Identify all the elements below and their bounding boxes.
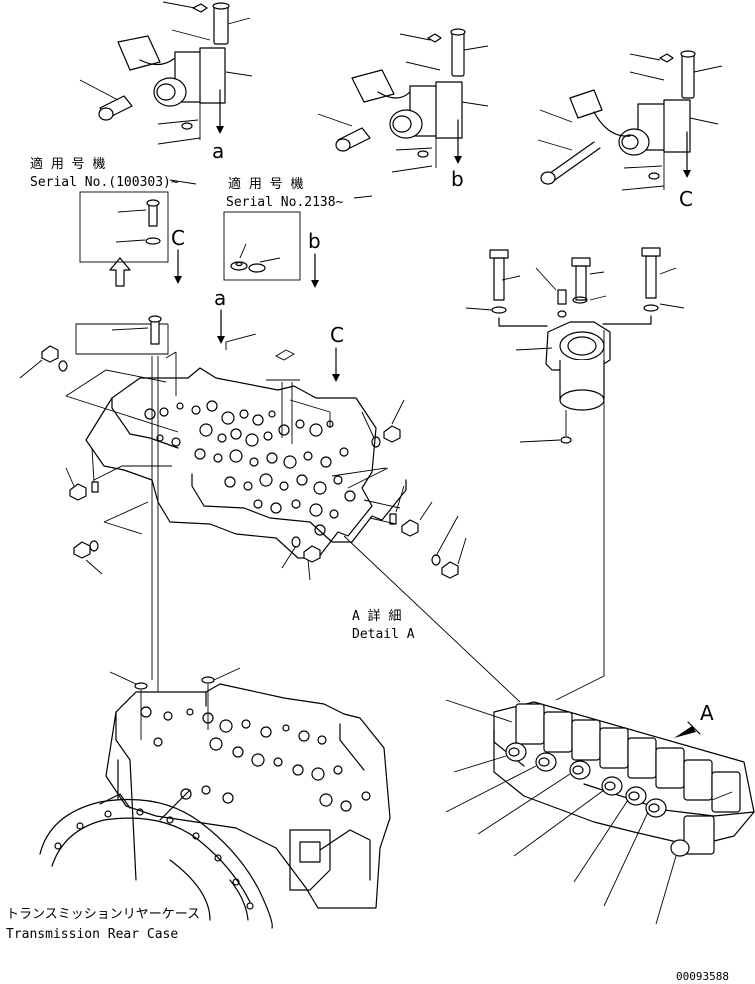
ref-label-big-a: A [700,701,714,725]
serial1-jp-label: 適 用 号 機 [30,156,105,172]
plate-reference-arrows: C a b C [151,226,344,760]
solenoid-assembly-c: C [537,50,723,211]
solenoid-housing-right [465,247,685,676]
serial2-jp-label: 適 用 号 機 [228,176,303,192]
serial-inset-2138: 適 用 号 機 Serial No.2138~ [223,176,373,281]
serial-inset-100303: 適 用 号 機 Serial No.(100303)~ [30,156,197,355]
detail-a-en-label: Detail A [352,627,415,642]
rear-case-en-label: Transmission Rear Case [6,927,178,942]
rear-case-jp-label: トランスミッションリヤーケース [6,907,200,922]
drawing-number: 00093588 [676,970,729,983]
ref-label-a-plate: a [214,286,226,310]
serial2-en-label: Serial No.2138~ [226,195,344,210]
main-valve-plate [65,333,407,559]
detail-leader-lines [343,535,605,703]
ref-label-c-top: C [679,187,693,211]
solenoid-assembly-b: b [317,28,489,191]
serial1-en-label: Serial No.(100303)~ [30,175,179,190]
ref-label-a-top: a [212,139,224,163]
ref-label-c-plate: C [330,323,344,347]
valve-body-assembly: A [445,699,755,925]
ref-label-b-top: b [451,167,464,191]
ref-label-c-left: C [171,226,185,250]
transmission-rear-case [39,667,391,929]
detail-a-jp-label: A 詳 細 [352,608,401,624]
plugs-and-orings [19,345,467,581]
ref-label-b-plate: b [308,229,321,253]
solenoid-assembly-a: a [79,1,253,163]
